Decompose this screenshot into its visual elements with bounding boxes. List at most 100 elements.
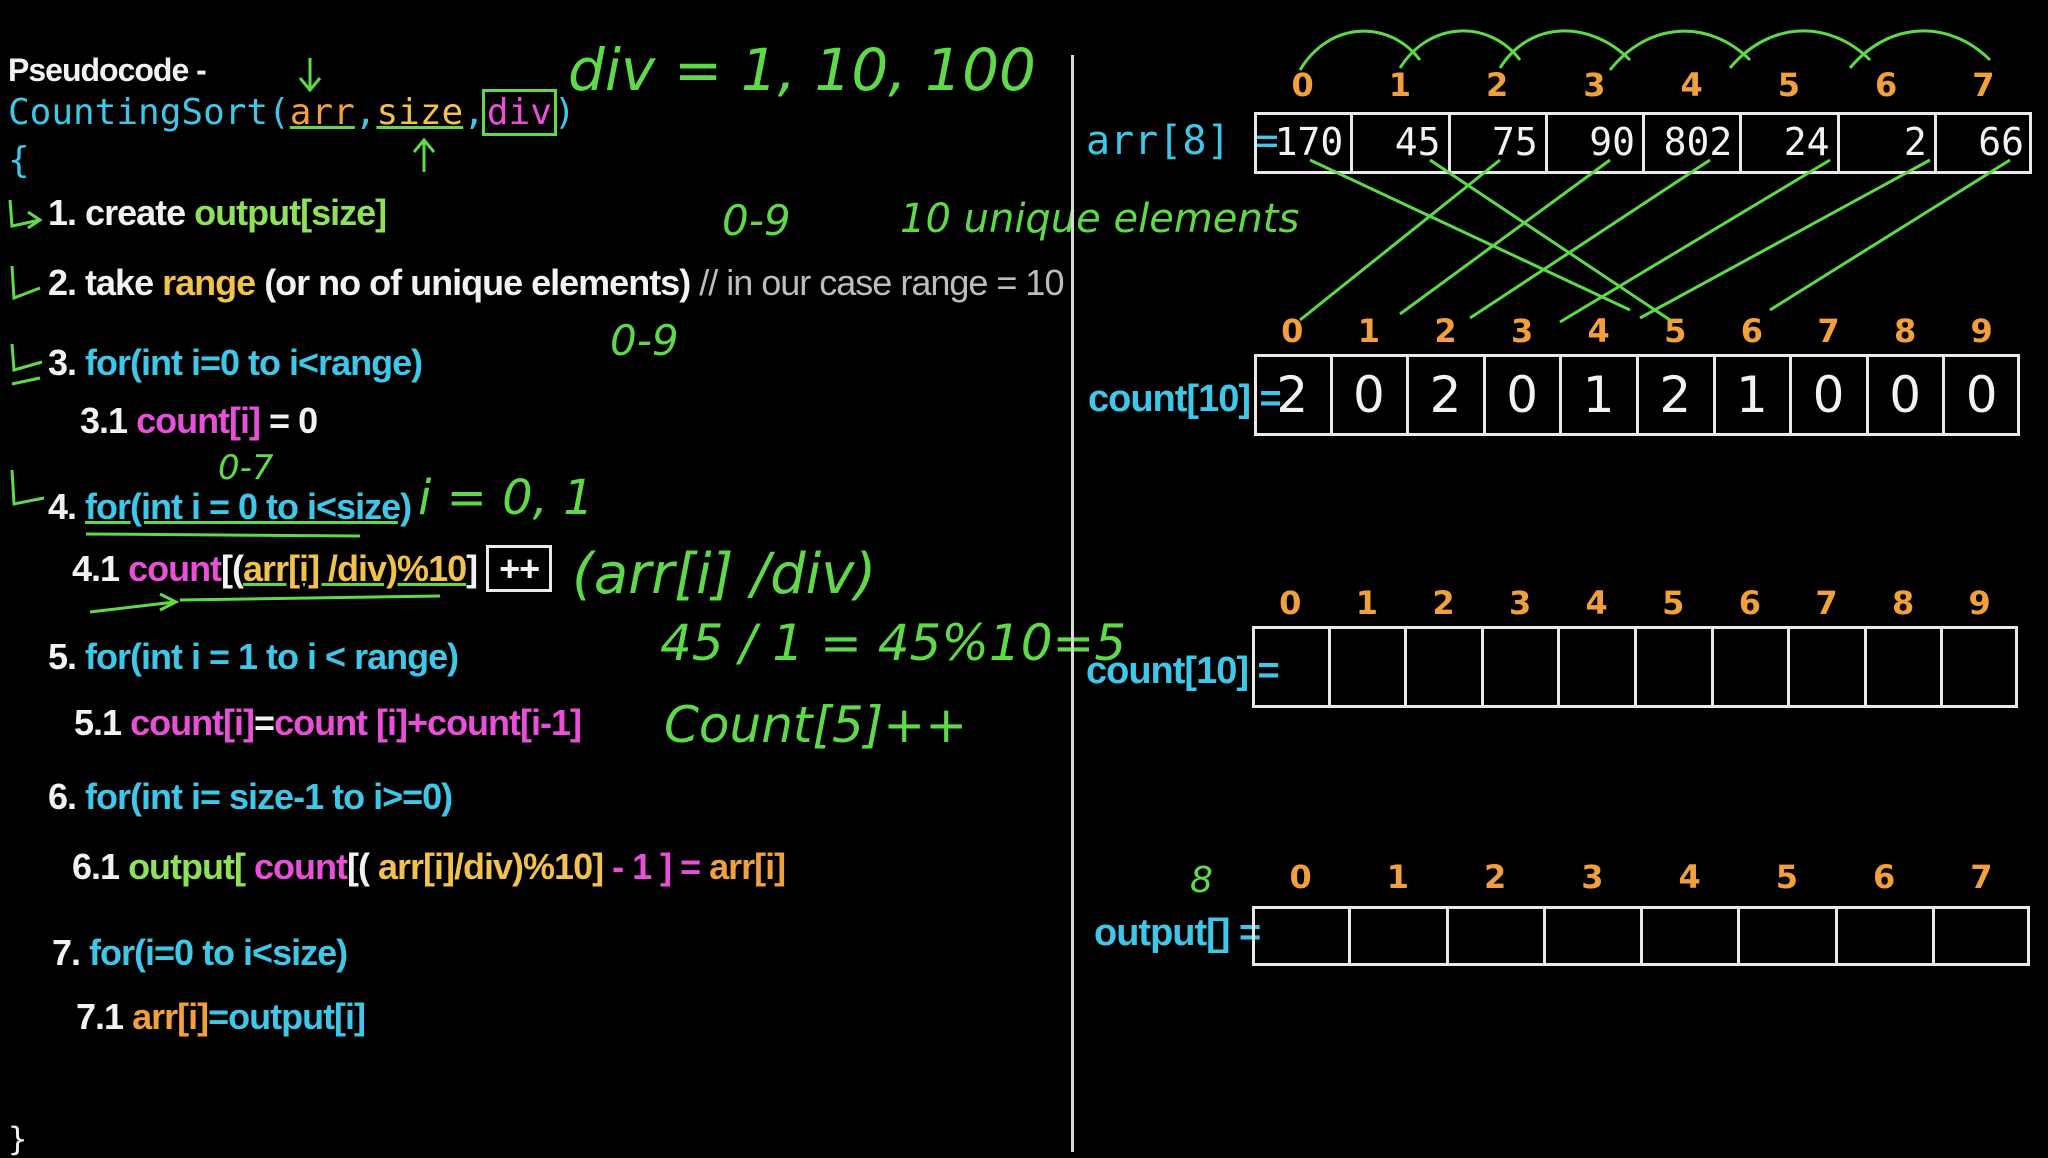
pseudocode-heading: Pseudocode - (8, 52, 207, 88)
countf-index-label: 8 (1893, 312, 1917, 350)
annotation-range: 0-9 (722, 196, 791, 245)
counte-index-label: 1 (1355, 584, 1379, 622)
arr-cell-divider (1642, 112, 1645, 174)
countf-cell-divider (1789, 354, 1793, 436)
out-cell-divider (1445, 906, 1449, 966)
arr-cell-divider (1350, 112, 1354, 174)
countf-index-label: 5 (1664, 312, 1687, 350)
annotation-loop-range: 0-7 (218, 448, 274, 488)
open-brace: { (8, 140, 30, 181)
arr-index-label: 1 (1388, 66, 1411, 104)
out-cell-divider (1834, 906, 1838, 966)
countf-cell-value: 0 (1889, 366, 1921, 424)
increment-box: ++ (486, 545, 553, 592)
arr-index-label: 4 (1680, 66, 1703, 104)
countf-index-label: 1 (1357, 312, 1381, 350)
countf-cell-divider (1329, 354, 1333, 436)
annotation-range-2: 0-9 (610, 316, 679, 365)
counte-index-label: 7 (1815, 584, 1838, 622)
countf-cell-value: 1 (1735, 366, 1768, 424)
close-brace: } (8, 1120, 28, 1158)
countf-cell-divider (1712, 354, 1716, 436)
arr-cell-value: 90 (1589, 120, 1635, 164)
out-cell-divider (1931, 906, 1935, 966)
step-7: 7. for(i=0 to i<size) (52, 932, 348, 973)
countf-index-label: 9 (1970, 312, 1993, 350)
arr-label: arr[8] = (1086, 118, 1279, 164)
countf-cell-divider (1636, 354, 1639, 436)
step-6-1: 6.1 output[ count[( arr[i]/div)%10] - 1 … (72, 846, 786, 887)
out-cell-divider (1542, 906, 1546, 966)
arr-index-label: 0 (1291, 66, 1314, 104)
out-index-label: 1 (1386, 858, 1409, 896)
out-cell-divider (1737, 906, 1741, 966)
out-index-label: 5 (1775, 858, 1798, 896)
counte-index-label: 8 (1891, 584, 1915, 622)
countf-index-label: 7 (1817, 312, 1840, 350)
countf-cell-value: 0 (1965, 366, 1998, 424)
annotation-example-calc: 45 / 1 = 45%10=5 (660, 614, 1127, 672)
arr-cell-divider (1933, 112, 1937, 174)
countf-index-label: 6 (1740, 312, 1764, 350)
step-7-1: 7.1 arr[i]=output[i] (76, 996, 366, 1037)
arr-cell-value: 2 (1903, 120, 1927, 164)
counte-index-label: 9 (1968, 584, 1991, 622)
countf-cell-value: 0 (1812, 366, 1845, 424)
step-3: 3. for(int i=0 to i<range) (48, 342, 423, 383)
right-arrows-overlay (1298, 29, 2011, 324)
counte-index-label: 3 (1508, 584, 1532, 622)
step-5: 5. for(int i = 1 to i < range) (48, 636, 459, 677)
countf-cell-divider (1559, 354, 1563, 436)
countf-index-label: 0 (1281, 312, 1304, 350)
counte-index-label: 2 (1432, 584, 1455, 622)
counte-index-label: 6 (1738, 584, 1762, 622)
step-1: 1. create output[size] (48, 192, 387, 233)
count-label-filled: count[10] = (1088, 378, 1282, 420)
arr-index-label: 5 (1777, 66, 1800, 104)
arr-cell-value: 45 (1394, 120, 1441, 164)
annotation-count-increment: Count[5]++ (664, 696, 968, 754)
countf-cell-value: 2 (1659, 366, 1692, 424)
arr-cell-divider (1836, 112, 1840, 174)
step-5-1: 5.1 count[i]=count [i]+count[i-1] (74, 702, 582, 743)
annotation-unique: 10 unique elements (900, 196, 1300, 242)
out-index-label: 7 (1970, 858, 1993, 896)
counte-index-label: 0 (1279, 584, 1302, 622)
param-arr: arr (289, 92, 355, 133)
arr-cell-divider (1544, 112, 1548, 174)
param-div: div (481, 89, 557, 136)
counte-index-label: 5 (1662, 584, 1685, 622)
out-cell-divider (1348, 906, 1352, 966)
annotation-output-size: 8 (1190, 860, 1213, 901)
countf-cell-value: 0 (1352, 366, 1385, 424)
step-4-1: 4.1 count[(arr[i] /div)%10] ++ (72, 545, 553, 592)
step-2: 2. take range (or no of unique elements)… (48, 262, 1064, 303)
countf-cell-divider (1865, 354, 1869, 436)
countf-index-label: 3 (1510, 312, 1534, 350)
function-signature: CountingSort(arr,size,div) (8, 89, 576, 136)
countf-index-label: 4 (1587, 312, 1610, 350)
countf-cell-value: 2 (1429, 366, 1462, 424)
arr-cell-value: 802 (1663, 120, 1733, 164)
annotation-div-values: div = 1, 10, 100 (568, 36, 1036, 104)
step-6: 6. for(int i= size-1 to i>=0) (48, 776, 453, 817)
annotation-arr-over-div: (arr[i] /div) (572, 542, 877, 607)
step-3-1: 3.1 count[i] = 0 (80, 400, 318, 441)
count-label-empty: count[10] = (1086, 650, 1280, 692)
step-4: 4. for(int i = 0 to i<size) (48, 486, 412, 527)
out-index-label: 4 (1678, 858, 1701, 896)
counte-cell-divider (1404, 626, 1408, 708)
arr-cell-value: 66 (1978, 120, 2024, 164)
countf-cell-value: 0 (1506, 366, 1538, 424)
countf-index-label: 2 (1434, 312, 1457, 350)
param-size: size (376, 92, 464, 133)
counte-cell-divider (1787, 626, 1791, 708)
out-index-label: 0 (1289, 858, 1312, 896)
out-index-label: 3 (1581, 858, 1604, 896)
annotation-i-values: i = 0, 1 (418, 470, 594, 526)
arr-index-label: 6 (1874, 66, 1898, 104)
arr-index-label: 3 (1583, 66, 1606, 104)
arr-cell-divider (1739, 112, 1743, 174)
countf-cell-divider (1942, 354, 1946, 436)
arr-index-label: 2 (1485, 66, 1509, 104)
